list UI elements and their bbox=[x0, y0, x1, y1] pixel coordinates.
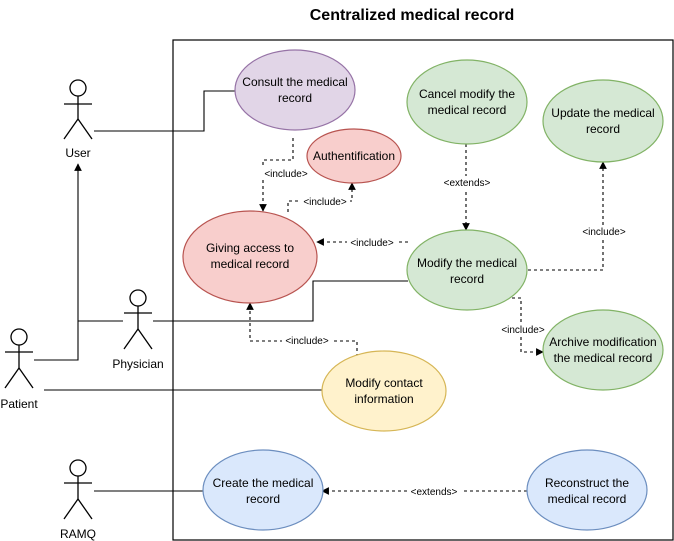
svg-text:Modify contact: Modify contact bbox=[345, 376, 423, 390]
use-case-cancel-modify[interactable]: Cancel modify the medical record bbox=[406, 59, 528, 145]
svg-text:<include>: <include> bbox=[285, 336, 329, 347]
stick-figure-icon bbox=[123, 289, 153, 350]
generalization-patient-user bbox=[34, 163, 82, 361]
stick-figure-icon bbox=[4, 328, 34, 389]
svg-text:<extends>: <extends> bbox=[411, 487, 458, 498]
svg-text:<include>: <include> bbox=[582, 227, 626, 238]
svg-text:record: record bbox=[278, 91, 312, 105]
label-include-contact-giving: <include> bbox=[282, 334, 332, 347]
svg-text:information: information bbox=[354, 392, 413, 406]
stick-figure-icon bbox=[63, 79, 93, 140]
label-include-modify-update: <include> bbox=[579, 225, 629, 238]
svg-text:record: record bbox=[586, 122, 620, 136]
svg-text:<include>: <include> bbox=[303, 197, 347, 208]
label-include-modify-giving: <include> bbox=[347, 236, 397, 249]
dep-consult-giving bbox=[259, 138, 294, 212]
actor-label-ramq: RAMQ bbox=[60, 527, 96, 541]
use-case-archive-modification[interactable]: Archive modification the medical record bbox=[542, 309, 664, 391]
label-include-giving-auth: <include> bbox=[300, 195, 350, 208]
svg-text:<include>: <include> bbox=[264, 169, 308, 180]
use-case-update-medical-record[interactable]: Update the medical record bbox=[542, 79, 664, 163]
actor-patient[interactable]: Patient bbox=[0, 328, 38, 411]
stick-figure-icon bbox=[63, 459, 93, 520]
label-extends-reconstruct-create: <extends> bbox=[407, 485, 461, 498]
use-case-create-medical-record[interactable]: Create the medical record bbox=[202, 449, 324, 531]
dep-modify-update bbox=[528, 161, 607, 271]
actor-ramq[interactable]: RAMQ bbox=[60, 459, 96, 541]
use-case-consult-medical-record[interactable]: Consult the medical record bbox=[234, 49, 356, 131]
svg-text:<include>: <include> bbox=[350, 238, 394, 249]
svg-text:medical record: medical record bbox=[548, 492, 627, 506]
svg-text:Reconstruct the: Reconstruct the bbox=[545, 476, 629, 490]
use-case-giving-access[interactable]: Giving access to medical record bbox=[182, 210, 318, 304]
use-case-modify-contact-information[interactable]: Modify contact information bbox=[321, 350, 447, 432]
svg-text:record: record bbox=[246, 492, 280, 506]
use-case-authentification[interactable]: Authentification bbox=[306, 128, 402, 184]
label-include-consult-giving: <include> bbox=[261, 167, 311, 180]
svg-text:Consult the medical: Consult the medical bbox=[242, 75, 347, 89]
actor-physician[interactable]: Physician bbox=[112, 289, 164, 371]
svg-text:Update the medical: Update the medical bbox=[551, 106, 654, 120]
use-case-reconstruct-medical-record[interactable]: Reconstruct the medical record bbox=[526, 449, 648, 531]
svg-text:<extends>: <extends> bbox=[444, 178, 491, 189]
actor-label-physician: Physician bbox=[112, 357, 163, 371]
svg-text:Cancel modify the: Cancel modify the bbox=[419, 87, 515, 101]
svg-text:Create the medical: Create the medical bbox=[213, 476, 314, 490]
dep-contact-giving bbox=[246, 302, 358, 357]
actor-user[interactable]: User bbox=[63, 79, 93, 160]
svg-text:medical record: medical record bbox=[211, 257, 290, 271]
label-include-modify-archive: <include> bbox=[498, 323, 548, 336]
assoc-physician-modify bbox=[153, 280, 408, 322]
svg-text:Authentification: Authentification bbox=[313, 149, 395, 163]
svg-text:Giving access to: Giving access to bbox=[206, 241, 294, 255]
use-case-modify-medical-record[interactable]: Modify the medical record bbox=[406, 229, 528, 311]
system-boundary bbox=[172, 39, 674, 541]
assoc-user-consult bbox=[94, 90, 235, 132]
svg-text:medical record: medical record bbox=[428, 103, 507, 117]
svg-text:Archive modification: Archive modification bbox=[549, 335, 656, 349]
diagram-title: Centralized medical record bbox=[310, 7, 515, 24]
svg-text:Modify the medical: Modify the medical bbox=[417, 256, 517, 270]
svg-text:record: record bbox=[450, 272, 484, 286]
actor-label-patient: Patient bbox=[0, 397, 38, 411]
svg-text:the medical record: the medical record bbox=[554, 351, 653, 365]
actor-label-user: User bbox=[65, 146, 90, 160]
label-extends-cancel-modify: <extends> bbox=[440, 176, 494, 189]
svg-text:<include>: <include> bbox=[501, 325, 545, 336]
